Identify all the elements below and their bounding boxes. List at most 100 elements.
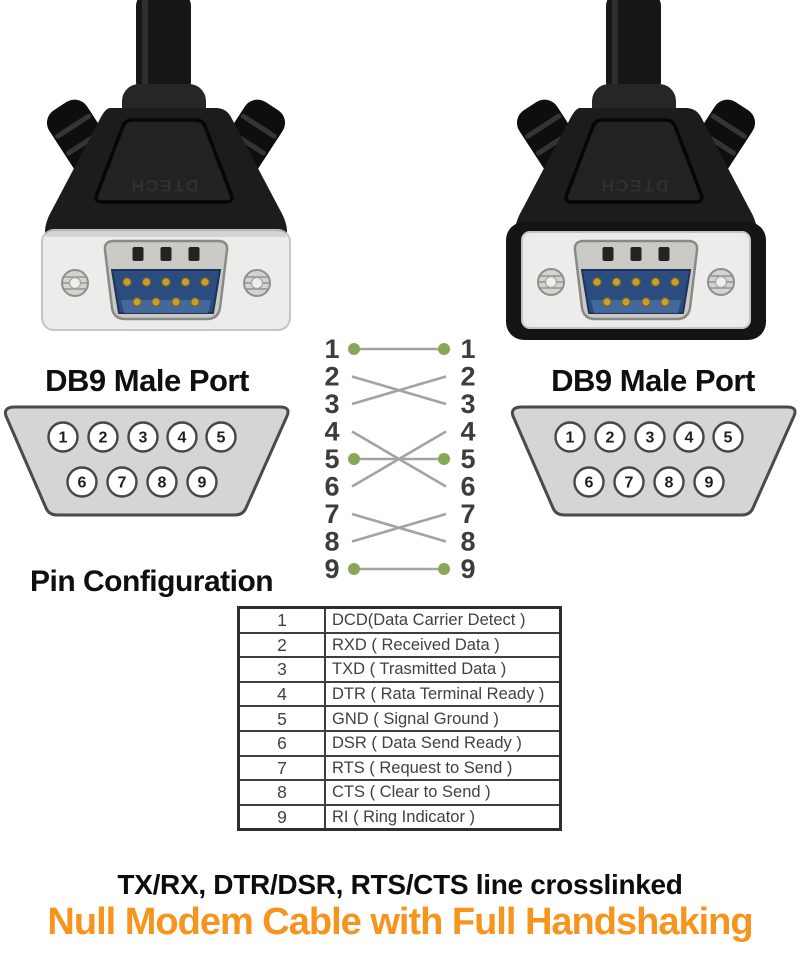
wiring-pin-number-right: 6: [460, 472, 475, 502]
wire-line: [351, 512, 447, 543]
pin-hole-circle: [87, 421, 119, 453]
thumbscrew-right: [243, 269, 271, 297]
pin-hole-circle: [186, 466, 218, 498]
pin-hole-number: 3: [646, 430, 655, 447]
pin-hole-number: 8: [158, 475, 167, 492]
pin-number-cell: 5: [237, 705, 326, 732]
pin-hole-circle: [594, 421, 626, 453]
dtech-logo-embossed: DTECH: [130, 176, 199, 195]
wiring-pin-number-right: 2: [460, 362, 475, 392]
pin-hole-circle: [712, 421, 744, 453]
pin-hole-number: 2: [606, 430, 615, 447]
pin-hole-circle: [554, 421, 586, 453]
pin-number-cell: 8: [237, 779, 326, 806]
wiring-pin-number-right: 4: [460, 417, 475, 447]
wiring-pin-number-left: 6: [324, 472, 339, 502]
hood-shadow: [46, 230, 286, 237]
wiring-pin-number-left: 8: [324, 527, 339, 557]
cable: [606, 0, 661, 96]
cable: [136, 0, 191, 96]
pin-hole-circle: [66, 466, 98, 498]
shroud-notches: [602, 247, 670, 261]
wiring-pin-number-left: 1: [324, 335, 339, 364]
dtech-logo-embossed: DTECH: [600, 176, 669, 195]
wiring-pin-number-right: 8: [460, 527, 475, 557]
connector-pins: [122, 277, 210, 307]
hood-ridge-panel: [94, 118, 234, 204]
signal-cell: RXD ( Received Data ): [324, 631, 562, 659]
db9-connector-photo-left: DTECH: [41, 0, 291, 331]
solder-dot: [438, 343, 450, 355]
wiring-pin-number-right: 9: [460, 554, 475, 584]
pin-hole-circle: [573, 466, 605, 498]
pin-hole-number: 2: [99, 430, 108, 447]
db9-port-diagram-right: 1 2 3 4 5 6 7 8 9: [510, 405, 797, 517]
signal-cell: GND ( Signal Ground ): [324, 705, 562, 732]
pin-hole-number: 6: [78, 475, 87, 492]
wiring-pin-number-left: 9: [324, 554, 339, 584]
wiring-pin-number-left: 5: [324, 444, 339, 474]
pin-configuration-title: Pin Configuration: [30, 565, 274, 598]
pin-hole-number: 8: [665, 475, 674, 492]
signal-cell: DCD(Data Carrier Detect ): [324, 606, 562, 634]
pin-hole-circle: [205, 421, 237, 453]
pin-hole-number: 1: [566, 430, 575, 447]
shroud-notches: [132, 247, 200, 261]
wiring-pin-number-left: 7: [324, 499, 339, 529]
thumbscrew-right: [707, 268, 735, 296]
solder-dot: [348, 453, 360, 465]
pin-hole-number: 7: [118, 475, 127, 492]
pin-hole-number: 5: [724, 430, 733, 447]
signal-cell: DSR ( Data Send Ready ): [324, 729, 562, 757]
db9-male-port-label-left: DB9 Male Port: [45, 363, 249, 398]
pin-number-cell: 9: [237, 803, 326, 831]
pin-hole-circle: [613, 466, 645, 498]
thumbscrew-left: [537, 268, 565, 296]
hood-ridge-panel: [564, 118, 704, 204]
wiring-pin-number-left: 3: [324, 389, 339, 419]
solder-dot: [438, 453, 450, 465]
solder-dot: [348, 563, 360, 575]
cable-highlight: [612, 0, 618, 90]
wiring-pin-number-right: 7: [460, 499, 475, 529]
pin-hole-number: 9: [705, 475, 714, 492]
pin-hole-number: 4: [178, 430, 187, 447]
signal-cell: CTS ( Clear to Send ): [324, 779, 562, 806]
pin-hole-number: 6: [585, 475, 594, 492]
pin-hole-number: 7: [625, 475, 634, 492]
pin-hole-circle: [47, 421, 79, 453]
pin-number-cell: 3: [237, 656, 326, 683]
pin-hole-number: 1: [59, 430, 68, 447]
solder-dot: [348, 343, 360, 355]
pin-hole-number: 3: [139, 430, 148, 447]
wiring-pin-number-right: 3: [460, 389, 475, 419]
blue-insert-lower: [591, 300, 681, 313]
signal-cell: DTR ( Rata Terminal Ready ): [324, 680, 562, 708]
signal-cell: RTS ( Request to Send ): [324, 754, 562, 782]
solder-dot: [438, 563, 450, 575]
signal-cell: TXD ( Trasmitted Data ): [324, 656, 562, 683]
pin-hole-circle: [634, 421, 666, 453]
pin-number-cell: 2: [237, 631, 326, 659]
pin-hole-number: 9: [198, 475, 207, 492]
db9-male-port-label-right: DB9 Male Port: [551, 363, 755, 398]
wiring-pin-number-right: 5: [460, 444, 475, 474]
pin-hole-circle: [673, 421, 705, 453]
pin-hole-number: 5: [217, 430, 226, 447]
wiring-pin-number-left: 2: [324, 362, 339, 392]
wire-line: [351, 430, 447, 488]
pin-number-cell: 7: [237, 754, 326, 782]
pin-hole-circle: [106, 466, 138, 498]
pin-hole-number: 4: [685, 430, 694, 447]
db9-port-diagram-left: 1 2 3 4 5 6 7 8 9: [3, 405, 290, 517]
pin-hole-circle: [146, 466, 178, 498]
crosslink-note: TX/RX, DTR/DSR, RTS/CTS line crosslinked: [117, 869, 683, 900]
